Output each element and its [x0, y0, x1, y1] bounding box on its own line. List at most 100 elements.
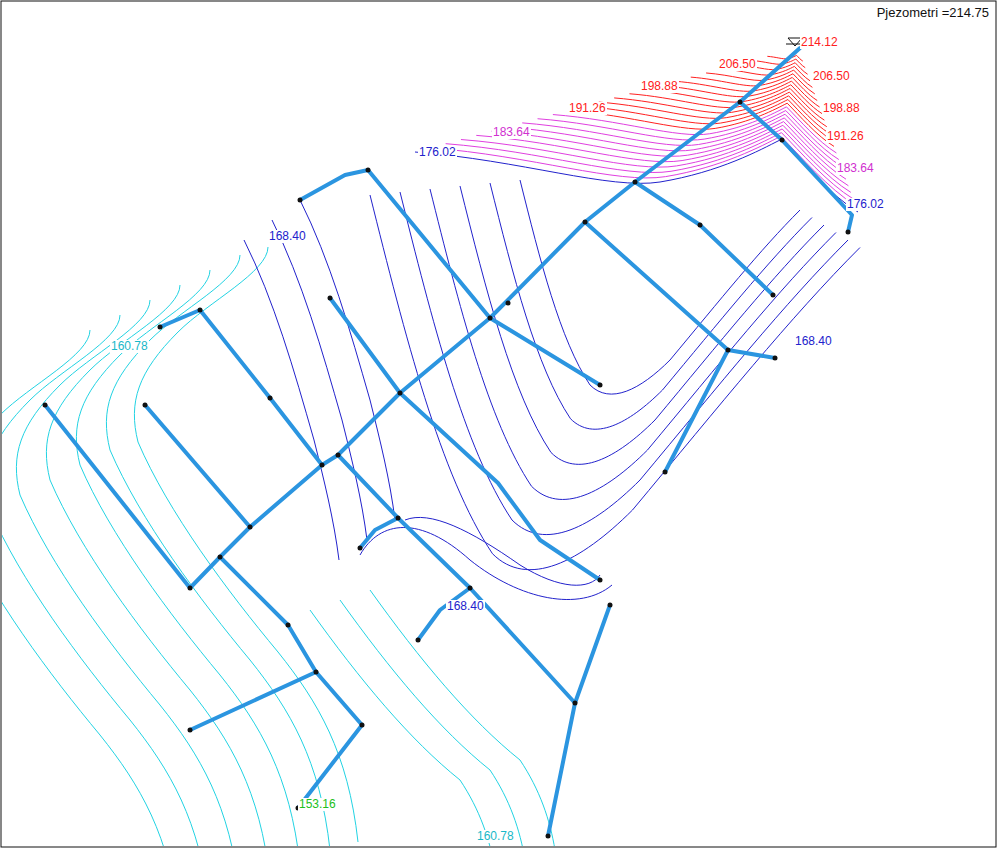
pipe [300, 170, 490, 318]
contour-label: 183.64 [836, 162, 875, 175]
pipe [360, 518, 398, 548]
pipe [575, 605, 610, 703]
junction [583, 220, 588, 225]
pipe [330, 298, 600, 580]
junction-dots [43, 100, 851, 839]
junction [328, 296, 333, 301]
contour-label: 206.50 [718, 58, 757, 71]
contour-line [76, 270, 300, 846]
junction [698, 223, 703, 228]
pipe [490, 318, 600, 385]
junction [366, 168, 371, 173]
piezometer-note: Pjezometri =214.75 [876, 6, 990, 20]
contour-line [340, 600, 525, 846]
contour-line [599, 96, 829, 133]
junction [43, 403, 48, 408]
junction [546, 834, 551, 839]
contour-line [490, 183, 812, 429]
junction [158, 325, 163, 330]
junction [396, 516, 401, 521]
pipe-network [45, 48, 852, 836]
junction [771, 293, 776, 298]
junction [398, 391, 403, 396]
contour-label: 214.12 [800, 36, 839, 49]
contour-label: 191.26 [826, 130, 865, 143]
contour-line [629, 88, 824, 120]
pipe [635, 182, 773, 295]
contour-label: 183.64 [492, 126, 531, 139]
junction [780, 138, 785, 143]
junction [314, 670, 319, 675]
contour-lines [2, 55, 860, 846]
contour-line [430, 136, 855, 205]
junction [286, 623, 291, 628]
pipe [160, 310, 322, 465]
contour-label: 198.88 [822, 102, 861, 115]
junction [143, 403, 148, 408]
junction [198, 308, 203, 313]
contour-line [310, 610, 495, 846]
contour-line [430, 189, 836, 499]
pipe [665, 350, 728, 472]
junction [320, 463, 325, 468]
junction [488, 316, 493, 321]
junction [188, 586, 193, 591]
junction [218, 555, 223, 560]
pipe [145, 405, 250, 527]
contour-label: 160.78 [110, 340, 149, 353]
junction [506, 301, 511, 306]
junction [298, 198, 303, 203]
pipe [190, 557, 316, 730]
contour-line [660, 81, 819, 107]
junction [468, 586, 473, 591]
junction [416, 638, 421, 643]
junction [188, 728, 193, 733]
contour-label: 206.50 [812, 70, 851, 83]
pipe [585, 222, 775, 358]
contour-line [568, 103, 834, 146]
contour-label: 160.78 [476, 830, 515, 843]
pipe [338, 455, 575, 836]
contour-line [46, 285, 270, 846]
contour-line [272, 220, 367, 540]
junction [633, 180, 638, 185]
junction [360, 723, 365, 728]
contour-line [614, 92, 827, 127]
contour-line [244, 240, 339, 560]
contour-line [106, 255, 330, 846]
contour-label: 176.02 [418, 146, 457, 159]
junction [773, 356, 778, 361]
junction [846, 230, 851, 235]
contour-label: 176.02 [846, 198, 885, 211]
pipe [190, 48, 800, 588]
junction [573, 701, 578, 706]
contour-label: 191.26 [568, 102, 607, 115]
contour-line [400, 192, 848, 535]
junction [608, 603, 613, 608]
pipe [45, 405, 190, 588]
junction [336, 453, 341, 458]
junction [726, 348, 731, 353]
junction [248, 525, 253, 530]
contour-label: 198.88 [640, 80, 679, 93]
pipe [418, 588, 470, 640]
junction [738, 100, 743, 105]
junction [598, 383, 603, 388]
contour-line [2, 315, 210, 846]
junction [663, 470, 668, 475]
contour-line [370, 195, 860, 570]
contour-line [370, 590, 555, 846]
contour-label: 153.16 [298, 798, 337, 811]
junction [268, 396, 273, 401]
pipe [298, 672, 362, 808]
contour-line [134, 247, 358, 842]
junction [358, 546, 363, 551]
contour-label: 168.40 [268, 230, 307, 243]
contour-line [446, 133, 854, 199]
contour-label: 168.40 [794, 335, 833, 348]
contour-label: 168.40 [446, 600, 485, 613]
contour-line [2, 330, 180, 846]
